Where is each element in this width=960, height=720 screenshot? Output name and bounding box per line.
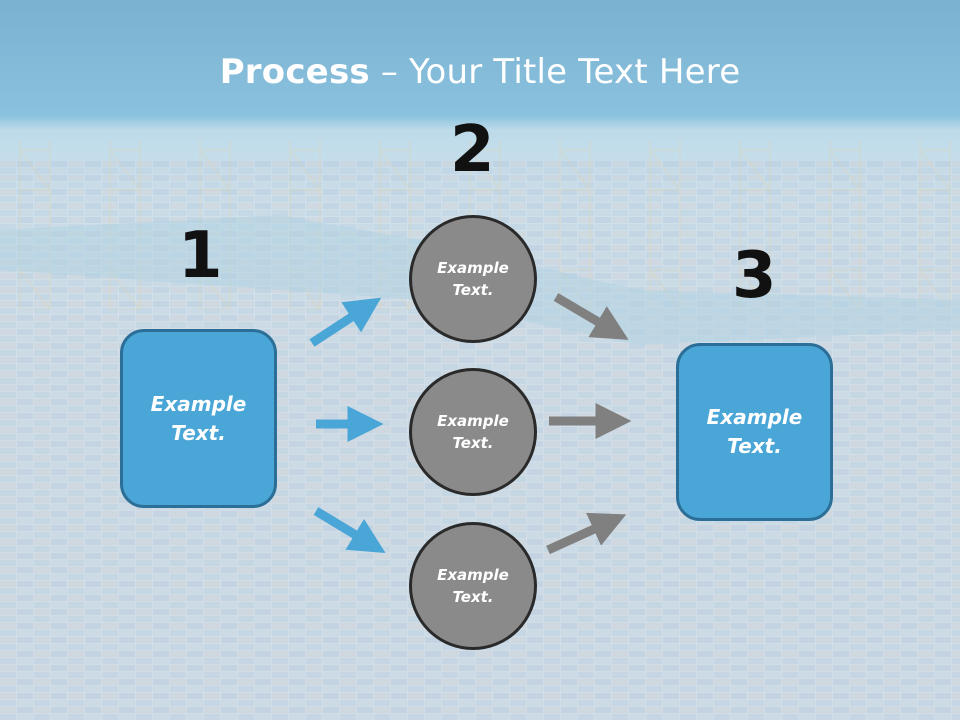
arrow-blue-down (313, 507, 386, 553)
step3-text-line1: Example (706, 405, 803, 429)
step3-text-line2: Text. (727, 434, 782, 458)
step2-circle-middle: Example Text. (409, 368, 537, 496)
step-number-1: 1 (178, 219, 223, 293)
step3-box: Example Text. (676, 343, 833, 521)
circle-text-line2: Text. (452, 434, 494, 452)
circle-text-line1: Example (437, 258, 509, 277)
arrow-gray-down (553, 293, 629, 340)
step-number-2: 2 (450, 113, 495, 187)
title-bold: Process (219, 52, 370, 92)
step2-circle-bottom: Example Text. (409, 522, 537, 650)
title-rest: – Your Title Text Here (369, 52, 741, 92)
step-number-3: 3 (732, 239, 777, 313)
arrow-blue-up (309, 297, 382, 347)
arrow-gray-up (546, 512, 627, 555)
step1-text-line2: Text. (171, 420, 226, 445)
step1-box: Example Text. (120, 329, 277, 508)
slide-title: Process – Your Title Text Here (0, 52, 960, 92)
circle-text-line2: Text. (452, 588, 494, 606)
step1-text-line1: Example (150, 391, 247, 416)
circle-text-line2: Text. (452, 281, 494, 299)
circle-text-line1: Example (437, 565, 509, 584)
step2-circle-top: Example Text. (409, 215, 537, 343)
circle-text-line1: Example (437, 411, 509, 430)
